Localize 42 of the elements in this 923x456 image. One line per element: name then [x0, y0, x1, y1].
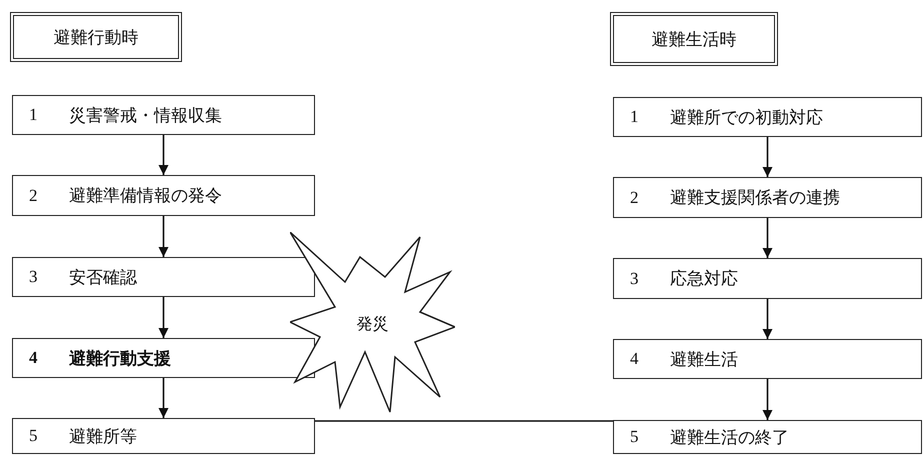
step-label: 安否確認: [69, 266, 137, 288]
step-box: [613, 97, 922, 137]
arrow: [158, 378, 168, 418]
arrow: [762, 299, 772, 339]
step-box: [12, 338, 315, 378]
step-box: [613, 339, 922, 379]
step-label: 避難支援関係者の連携: [670, 187, 840, 209]
step-label: 避難所等: [69, 426, 137, 448]
heading-box: 避難生活時: [610, 12, 778, 66]
step-box: [12, 257, 315, 297]
arrow: [762, 379, 772, 420]
step-number: 3: [29, 267, 38, 287]
step-label: 避難準備情報の発令: [69, 185, 222, 207]
arrow: [762, 137, 772, 177]
step-number: 4: [630, 349, 640, 369]
step-box: [613, 177, 922, 218]
step-label: 避難行動支援: [69, 348, 171, 370]
burst-label: 発災: [356, 315, 388, 335]
step-number: 5: [630, 427, 640, 447]
arrow: [158, 297, 168, 338]
step-number: 2: [29, 186, 38, 206]
step-box: [12, 175, 315, 216]
heading-box: 避難行動時: [10, 12, 182, 62]
step-label: 避難生活: [670, 348, 738, 370]
step-number: 3: [630, 268, 640, 288]
arrow: [158, 135, 168, 175]
arrow: [158, 216, 168, 257]
step-number: 5: [29, 426, 38, 446]
step-label: 災害警戒・情報収集: [69, 104, 222, 126]
step-number: 1: [29, 105, 38, 125]
step-box: [12, 95, 315, 135]
step-box: [613, 420, 922, 454]
step-number: 4: [29, 348, 38, 368]
connector-line: [315, 420, 613, 422]
step-box: [12, 418, 315, 454]
step-label: 避難所での初動対応: [670, 106, 823, 128]
step-label: 応急対応: [670, 268, 738, 290]
step-label: 避難生活の終了: [670, 426, 789, 448]
step-number: 2: [630, 188, 640, 208]
arrow: [762, 218, 772, 258]
step-box: [613, 258, 922, 299]
step-number: 1: [630, 107, 640, 127]
